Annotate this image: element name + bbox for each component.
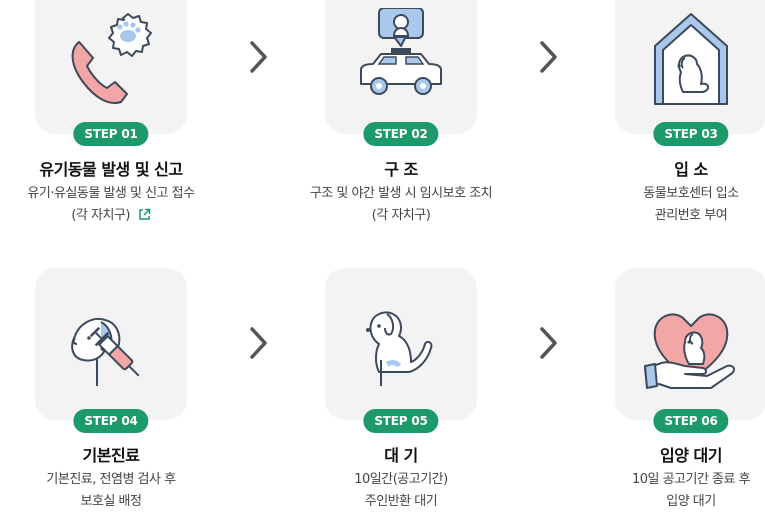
step-description-line: 동물보호센터 입소 bbox=[643, 186, 739, 201]
step-icon-card bbox=[325, 0, 477, 134]
step-title: 입 소 bbox=[674, 160, 708, 179]
step-description-line: 10일 공고기간 종료 후 bbox=[631, 472, 751, 487]
step-description-line: 입양 대기 bbox=[666, 494, 716, 509]
step-description-line: 보호실 배정 bbox=[80, 494, 142, 509]
step-description: 기본진료, 전염병 검사 후 보호실 배정 bbox=[0, 469, 241, 513]
step-icon-card bbox=[35, 0, 187, 134]
rescue-car-icon bbox=[360, 8, 442, 95]
step-title: 대 기 bbox=[384, 446, 418, 465]
step-description: 구조 및 야간 발생 시 임시보호 조치 (각 자치구) bbox=[271, 183, 531, 227]
step-badge: STEP 04 bbox=[73, 409, 149, 433]
step-description-line: 관리번호 부여 bbox=[654, 208, 728, 223]
step-icon-card bbox=[325, 268, 477, 420]
chevron-right-icon bbox=[250, 327, 267, 359]
step-title: 구 조 bbox=[384, 160, 418, 179]
step-title: 기본진료 bbox=[82, 446, 140, 465]
chevron-right-icon bbox=[540, 41, 557, 73]
dog-house-icon bbox=[654, 13, 728, 105]
step-description-line: 10일간(공고기간) bbox=[354, 472, 448, 487]
step-description: 10일간(공고기간) 주인반환 대기 bbox=[271, 469, 531, 513]
step-description-line: 구조 및 야간 발생 시 임시보호 조치 bbox=[309, 186, 493, 201]
step-badge: STEP 02 bbox=[363, 122, 439, 146]
chevron-right-icon bbox=[540, 327, 557, 359]
step-description-line: 주인반환 대기 bbox=[364, 494, 438, 509]
step-description: 동물보호센터 입소 관리번호 부여 bbox=[561, 183, 765, 227]
district-link[interactable]: (각 자치구) bbox=[71, 208, 130, 223]
step-description-line: (각 자치구) bbox=[371, 208, 431, 223]
external-link-icon[interactable] bbox=[138, 208, 151, 221]
dog-syringe-icon bbox=[71, 318, 140, 386]
heart-hand-dog-icon bbox=[644, 313, 735, 389]
step-description-line-link[interactable]: (각 자치구) bbox=[0, 205, 241, 227]
step-badge: STEP 01 bbox=[73, 122, 149, 146]
step-title: 유기동물 발생 및 신고 bbox=[39, 160, 183, 179]
sitting-dog-icon bbox=[366, 311, 433, 386]
step-description: 10일 공고기간 종료 후 입양 대기 bbox=[561, 469, 765, 513]
phone-paw-icon bbox=[71, 13, 152, 104]
step-badge: STEP 06 bbox=[653, 409, 729, 433]
step-title: 입양 대기 bbox=[660, 446, 722, 465]
chevron-right-icon bbox=[250, 41, 267, 73]
step-description-line: 유기·유실동물 발생 및 신고 접수 bbox=[27, 186, 195, 201]
step-description-line: 기본진료, 전염병 검사 후 bbox=[46, 472, 176, 487]
step-description: 유기·유실동물 발생 및 신고 접수 (각 자치구) bbox=[0, 183, 241, 227]
step-icon-card bbox=[35, 268, 187, 420]
step-icon-card bbox=[615, 268, 765, 420]
step-badge: STEP 03 bbox=[653, 122, 729, 146]
step-icon-card bbox=[615, 0, 765, 134]
step-badge: STEP 05 bbox=[363, 409, 439, 433]
